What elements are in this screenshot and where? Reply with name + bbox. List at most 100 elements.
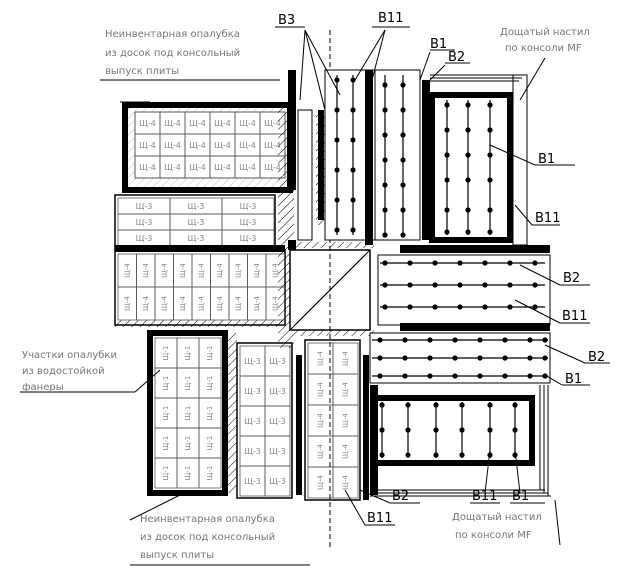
upper-right-formwork-block [429, 74, 528, 246]
panel-label: Щ-4 [342, 444, 350, 459]
panel-label: Щ-4 [239, 163, 256, 172]
label-b11-right: В11 [535, 211, 560, 226]
rod-node [405, 427, 411, 433]
note-top-left-line-1: Неинвентарная опалубка [105, 29, 240, 40]
rod-node [377, 373, 383, 379]
rod-node [487, 127, 493, 133]
panel-label: Щ-3 [244, 477, 261, 486]
rod-node [487, 427, 493, 433]
panel-label: Щ-3 [188, 218, 205, 227]
rod-node [444, 207, 450, 213]
rod-node [334, 167, 340, 173]
panel-label: Щ-4 [189, 141, 206, 150]
panel-label: Щ-3 [269, 477, 286, 486]
rod-node [532, 304, 538, 310]
rod-node [433, 427, 439, 433]
panel-label: Щ-4 [342, 413, 350, 428]
rod-node [382, 232, 388, 238]
panel-label: Щ-4 [264, 163, 281, 172]
rod-node [350, 197, 356, 203]
rod-node [350, 137, 356, 143]
rod-node [482, 282, 488, 288]
panel-label: Щ-3 [188, 202, 205, 211]
rod-node [400, 132, 406, 138]
label-b1-right2: В1 [565, 372, 582, 387]
rod-node [487, 207, 493, 213]
rod-node [444, 152, 450, 158]
panel-label: Щ-1 [162, 466, 170, 481]
panel-label: Щ-1 [184, 436, 192, 451]
rod-node [452, 373, 458, 379]
panel-label: Щ-1 [162, 376, 170, 391]
rod-node [482, 260, 488, 266]
panel-label: Щ-4 [234, 263, 242, 278]
panel-label: Щ-4 [234, 296, 242, 311]
rod-node [350, 107, 356, 113]
rod-node [527, 337, 533, 343]
rod-node [487, 452, 493, 458]
rod-node [382, 304, 388, 310]
panel-label: Щ-4 [342, 351, 350, 366]
rod-node [400, 82, 406, 88]
panel-label: Щ-1 [206, 436, 214, 451]
rod-node [507, 304, 513, 310]
right-lower-block [369, 332, 551, 384]
rod-node [382, 182, 388, 188]
rod-node [382, 107, 388, 113]
rod-node [487, 152, 493, 158]
panel-label: Щ-4 [216, 263, 224, 278]
rod-node [379, 402, 385, 408]
upper-middle-rods [318, 69, 430, 245]
rod-node [465, 102, 471, 108]
panel-label: Щ-4 [197, 263, 205, 278]
rod-node [334, 197, 340, 203]
rod-node [350, 77, 356, 83]
panel-label: Щ-4 [271, 296, 279, 311]
panel-label: Щ-4 [189, 119, 206, 128]
rod-node [482, 304, 488, 310]
label-b1-top: В1 [430, 37, 447, 52]
note-top-left: Неинвентарная опалубка из досок под конс… [105, 29, 240, 77]
note-left-mid-line-1: Участки опалубки [22, 350, 117, 361]
rod-node [532, 260, 538, 266]
rod-node [400, 157, 406, 163]
label-b1-right: В1 [538, 152, 555, 167]
panel-label: Щ-4 [317, 413, 325, 428]
rod-node [457, 282, 463, 288]
note-top-right-line-1: Дощатый настил [500, 27, 590, 38]
panel-label: Щ-1 [184, 346, 192, 361]
label-b11-bottom: В11 [367, 511, 392, 526]
rod-node [487, 102, 493, 108]
rod-node [377, 355, 383, 361]
panel-label: Щ-1 [184, 376, 192, 391]
rod-node [407, 304, 413, 310]
rod-node [400, 107, 406, 113]
panel-label: Щ-3 [240, 234, 257, 243]
rods-upper-right-block [444, 100, 493, 235]
rod-node [502, 355, 508, 361]
note-bottom-right-line-2: по консоли MF [455, 530, 532, 541]
rod-node [432, 260, 438, 266]
panel-label: Щ-3 [240, 218, 257, 227]
bottom-right-formwork-block [370, 385, 551, 497]
panel-label: Щ-3 [244, 357, 261, 366]
rod-node [382, 282, 388, 288]
rod-node [444, 102, 450, 108]
panel-label: Щ-4 [142, 296, 150, 311]
panel-label: Щ-4 [264, 141, 281, 150]
panel-label: Щ-4 [317, 382, 325, 397]
panel-label: Щ-4 [197, 296, 205, 311]
panel-label: Щ-4 [189, 163, 206, 172]
rod-node [477, 355, 483, 361]
rod-node [400, 207, 406, 213]
panel-label: Щ-4 [179, 296, 187, 311]
rod-node [459, 427, 465, 433]
label-b3: В3 [278, 13, 295, 28]
label-b2-right2: В2 [588, 350, 605, 365]
panel-label: Щ-4 [123, 263, 131, 278]
panel-label: Щ-3 [136, 234, 153, 243]
